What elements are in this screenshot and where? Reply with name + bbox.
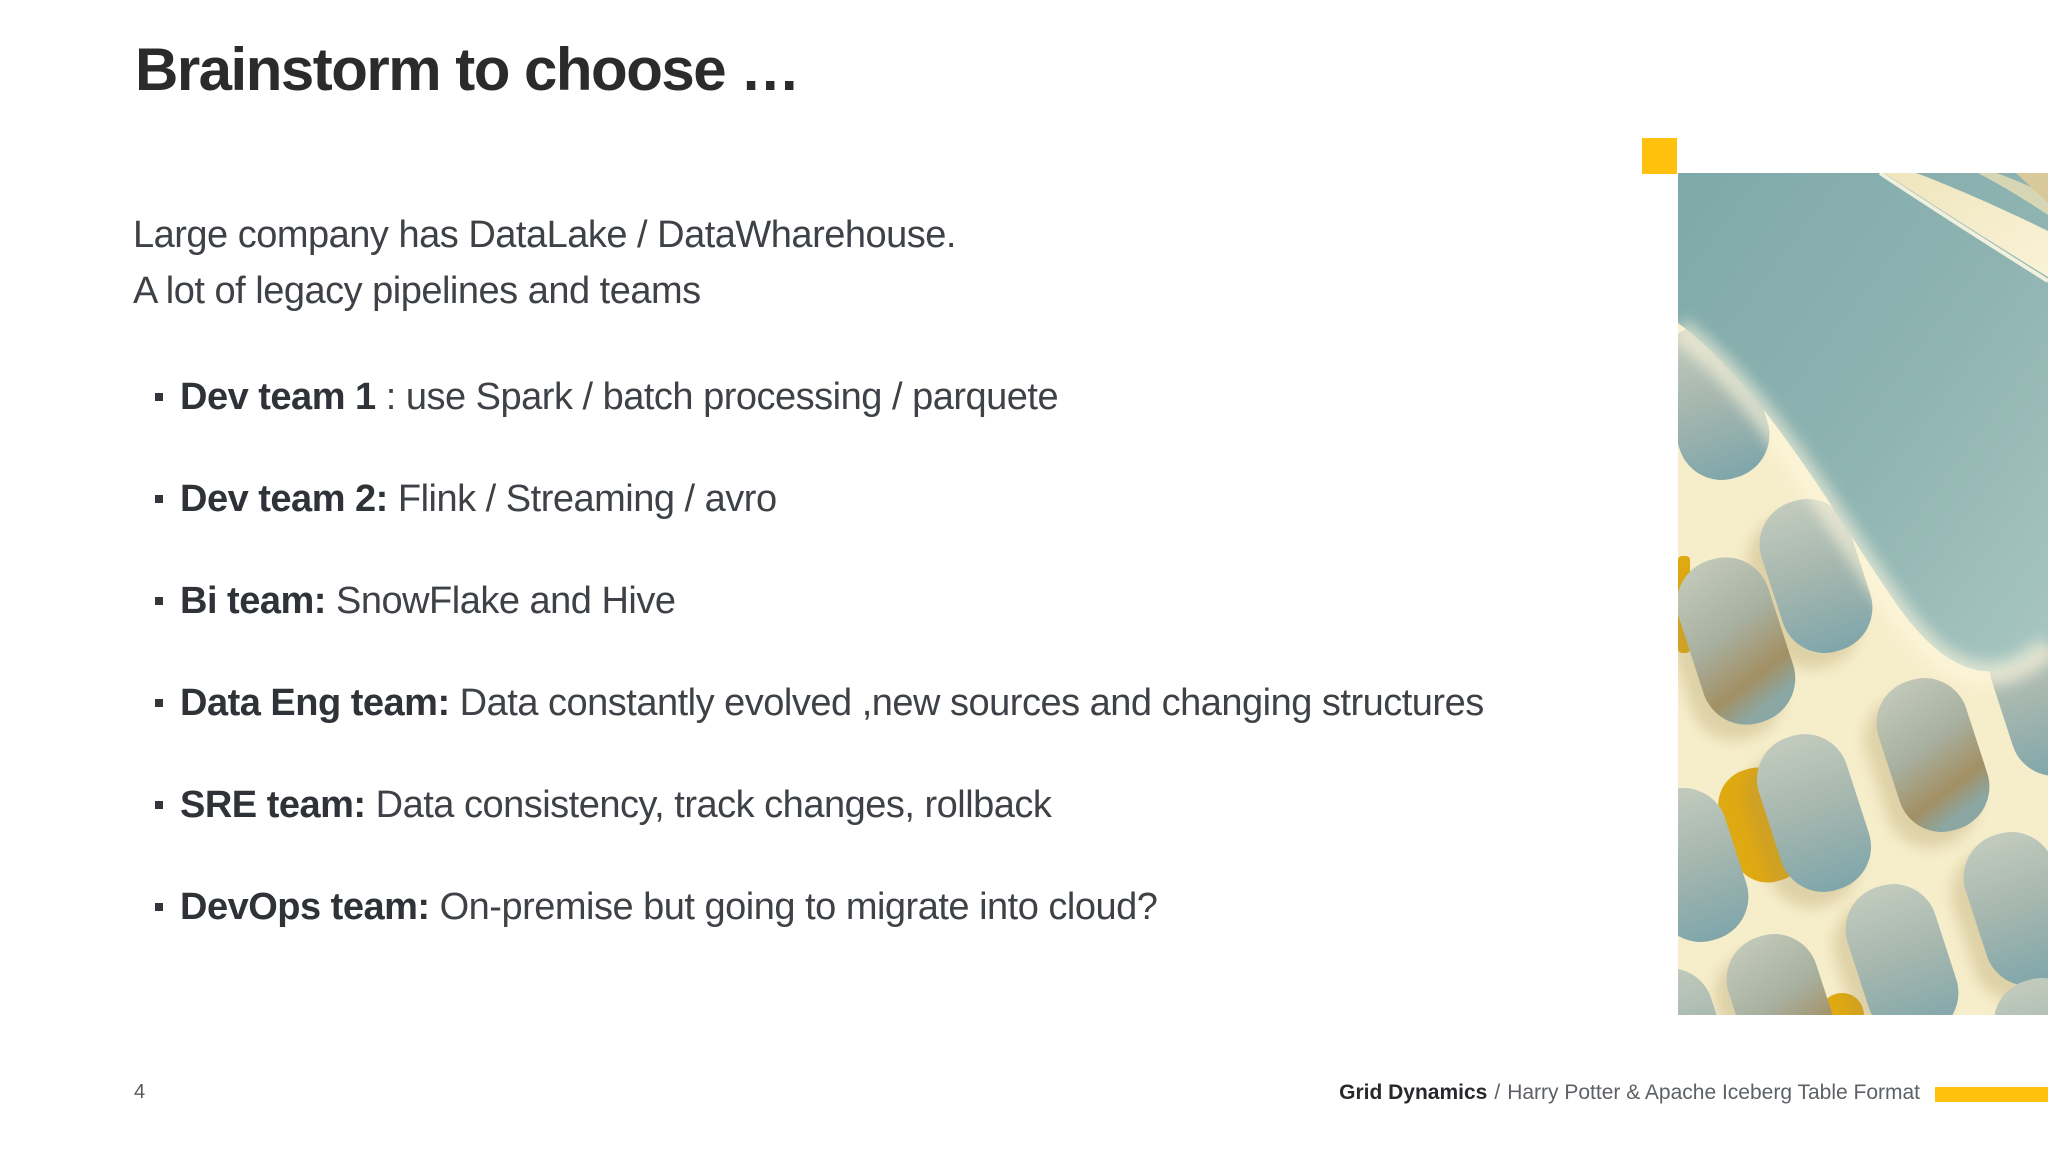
bullet-text: : use Spark / batch processing / parquet…	[375, 376, 1059, 418]
list-item-data-eng-team: Data Eng team: Data constantly evolved ,…	[155, 679, 1484, 727]
bullet-content: Dev team 2: Flink / Streaming / avro	[180, 475, 777, 523]
page-title: Brainstorm to choose …	[135, 36, 800, 103]
bullet-icon	[155, 903, 163, 911]
bullet-content: Dev team 1 : use Spark / batch processin…	[180, 373, 1059, 421]
bullet-text: On-premise but going to migrate into clo…	[429, 886, 1158, 928]
bullet-icon	[155, 801, 163, 809]
intro-paragraph: Large company has DataLake / DataWhareho…	[133, 207, 956, 319]
bullet-content: SRE team: Data consistency, track change…	[180, 781, 1052, 829]
intro-line-1: Large company has DataLake / DataWhareho…	[133, 214, 956, 256]
bullet-icon	[155, 495, 163, 503]
bullet-icon	[155, 393, 163, 401]
bullet-text: SnowFlake and Hive	[325, 580, 676, 622]
bullet-label: Dev team 1	[180, 376, 376, 418]
footer-separator: /	[1494, 1081, 1501, 1104]
bullet-label: Dev team 2:	[180, 478, 388, 520]
list-item-dev-team-2: Dev team 2: Flink / Streaming / avro	[155, 475, 1484, 523]
page-number: 4	[134, 1081, 146, 1103]
bullet-text: Data consistency, track changes, rollbac…	[365, 784, 1052, 826]
footer: Grid Dynamics / Harry Potter & Apache Iceb…	[1339, 1081, 1920, 1105]
bullet-text: Data constantly evolved ,new sources and…	[449, 682, 1485, 724]
intro-line-2: A lot of legacy pipelines and teams	[133, 270, 701, 312]
bullet-content: DevOps team: On-premise but going to mig…	[180, 883, 1158, 931]
bullet-icon	[155, 699, 163, 707]
abstract-image	[1678, 173, 2048, 1015]
bullet-content: Data Eng team: Data constantly evolved ,…	[180, 679, 1484, 727]
list-item-dev-team-1: Dev team 1 : use Spark / batch processin…	[155, 373, 1484, 421]
footer-deck-title: Harry Potter & Apache Iceberg Table Form…	[1507, 1081, 1920, 1104]
bullet-icon	[155, 597, 163, 605]
bullet-content: Bi team: SnowFlake and Hive	[180, 577, 676, 625]
bullet-label: Data Eng team:	[180, 682, 450, 724]
list-item-devops-team: DevOps team: On-premise but going to mig…	[155, 883, 1484, 931]
accent-bar	[1935, 1087, 2048, 1102]
accent-square	[1642, 138, 1677, 174]
bullet-label: SRE team:	[180, 784, 366, 826]
footer-brand: Grid Dynamics	[1339, 1081, 1488, 1104]
team-list: Dev team 1 : use Spark / batch processin…	[155, 373, 1484, 985]
bullet-text: Flink / Streaming / avro	[387, 478, 777, 520]
list-item-bi-team: Bi team: SnowFlake and Hive	[155, 577, 1484, 625]
bullet-label: DevOps team:	[180, 886, 430, 928]
list-item-sre-team: SRE team: Data consistency, track change…	[155, 781, 1484, 829]
bullet-label: Bi team:	[180, 580, 326, 622]
